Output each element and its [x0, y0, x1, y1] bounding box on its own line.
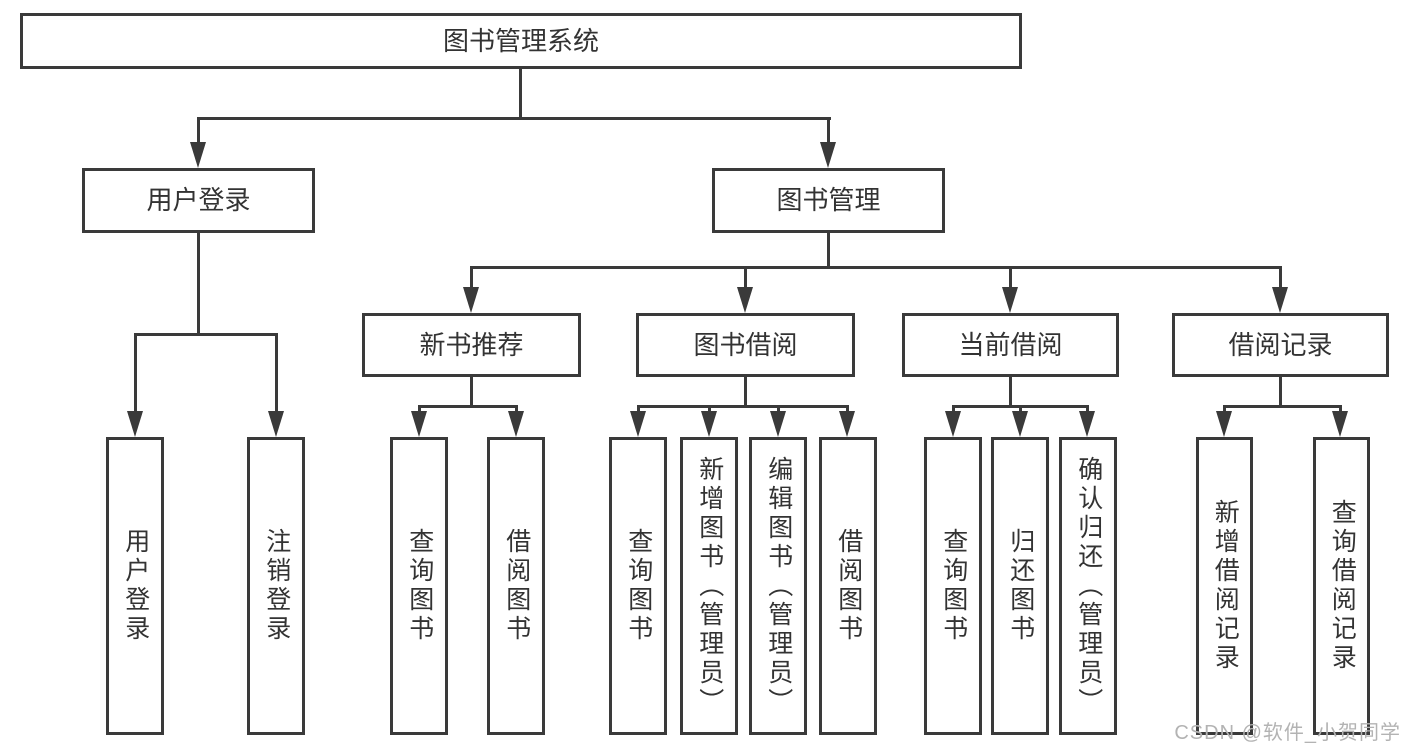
connector-vline — [846, 405, 849, 414]
arrow-down-icon — [1332, 411, 1348, 437]
leaf-edit-book-admin-label: 编辑图书（管理员） — [764, 455, 793, 717]
leaf-return-book-label: 归还图书 — [1006, 528, 1035, 644]
node-book-borrow: 图书借阅 — [636, 313, 855, 377]
leaf-user-login-label: 用户登录 — [121, 528, 150, 644]
arrow-down-icon — [630, 411, 646, 437]
watermark: CSDN @软件_小贺同学 — [1174, 722, 1401, 744]
leaf-confirm-return-admin-label: 确认归还（管理员） — [1074, 455, 1103, 717]
arrow-down-icon — [127, 411, 143, 437]
arrow-down-icon — [190, 142, 206, 168]
connector-hline — [637, 405, 849, 408]
connector-hline — [470, 266, 1281, 269]
arrow-down-icon — [770, 411, 786, 437]
arrow-down-icon — [839, 411, 855, 437]
leaf-borrow-books-label: 借阅图书 — [834, 528, 863, 644]
connector-vline — [1279, 377, 1282, 407]
leaf-query-borrow-record-label: 查询借阅记录 — [1328, 499, 1357, 673]
leaf-query-books-recommend-label: 查询图书 — [405, 528, 434, 644]
connector-vline — [470, 266, 473, 290]
node-borrow-records-label: 借阅记录 — [1228, 329, 1333, 360]
connector-vline — [275, 333, 278, 413]
leaf-query-books-borrow: 查询图书 — [609, 437, 667, 735]
node-current-borrow: 当前借阅 — [902, 313, 1119, 377]
arrow-down-icon — [1216, 411, 1232, 437]
leaf-confirm-return-admin: 确认归还（管理员） — [1059, 437, 1117, 735]
connector-vline — [197, 117, 200, 145]
leaf-add-book-admin: 新增图书（管理员） — [680, 437, 738, 735]
leaf-add-book-admin-label: 新增图书（管理员） — [695, 455, 724, 717]
connector-vline — [1009, 266, 1012, 290]
leaf-borrow-books-recommend: 借阅图书 — [487, 437, 545, 735]
leaf-query-books-recommend: 查询图书 — [390, 437, 448, 735]
arrow-down-icon — [1002, 287, 1018, 313]
connector-vline — [637, 405, 640, 414]
connector-vline — [197, 233, 200, 335]
connector-vline — [1339, 405, 1342, 414]
arrow-down-icon — [268, 411, 284, 437]
connector-vline — [708, 405, 711, 414]
connector-hline — [1223, 405, 1342, 408]
arrow-down-icon — [1012, 411, 1028, 437]
leaf-logout-label: 注销登录 — [262, 528, 291, 644]
connector-vline — [777, 405, 780, 414]
node-root: 图书管理系统 — [20, 13, 1022, 69]
connector-hline — [197, 117, 831, 120]
node-new-book-recommend-label: 新书推荐 — [419, 329, 524, 360]
leaf-borrow-books: 借阅图书 — [819, 437, 877, 735]
node-book-management-label: 图书管理 — [776, 185, 881, 216]
connector-vline — [827, 233, 830, 269]
node-current-borrow-label: 当前借阅 — [958, 329, 1063, 360]
connector-vline — [418, 405, 421, 414]
connector-vline — [1019, 405, 1022, 414]
node-book-management: 图书管理 — [712, 168, 945, 233]
connector-vline — [519, 69, 522, 119]
connector-hline — [418, 405, 518, 408]
arrow-down-icon — [945, 411, 961, 437]
connector-vline — [515, 405, 518, 414]
connector-vline — [1223, 405, 1226, 414]
leaf-query-books-current: 查询图书 — [924, 437, 982, 735]
arrow-down-icon — [1272, 287, 1288, 313]
connector-vline — [470, 377, 473, 407]
leaf-query-books-current-label: 查询图书 — [939, 528, 968, 644]
leaf-return-book: 归还图书 — [991, 437, 1049, 735]
connector-vline — [1279, 266, 1282, 290]
leaf-add-borrow-record-label: 新增借阅记录 — [1211, 499, 1240, 673]
leaf-add-borrow-record: 新增借阅记录 — [1196, 437, 1253, 735]
arrow-down-icon — [737, 287, 753, 313]
node-user-login: 用户登录 — [82, 168, 315, 233]
connector-vline — [952, 405, 955, 414]
node-user-login-label: 用户登录 — [146, 185, 251, 216]
connector-vline — [827, 117, 830, 145]
leaf-user-login: 用户登录 — [106, 437, 164, 735]
leaf-query-books-borrow-label: 查询图书 — [624, 528, 653, 644]
arrow-down-icon — [1079, 411, 1095, 437]
connector-vline — [744, 266, 747, 290]
leaf-borrow-books-recommend-label: 借阅图书 — [502, 528, 531, 644]
node-book-borrow-label: 图书借阅 — [693, 329, 798, 360]
node-borrow-records: 借阅记录 — [1172, 313, 1389, 377]
connector-vline — [1086, 405, 1089, 414]
connector-hline — [134, 333, 278, 336]
leaf-logout: 注销登录 — [247, 437, 305, 735]
leaf-edit-book-admin: 编辑图书（管理员） — [749, 437, 807, 735]
node-root-label: 图书管理系统 — [442, 25, 599, 56]
connector-vline — [744, 377, 747, 407]
node-new-book-recommend: 新书推荐 — [362, 313, 581, 377]
leaf-query-borrow-record: 查询借阅记录 — [1313, 437, 1370, 735]
arrow-down-icon — [508, 411, 524, 437]
arrow-down-icon — [820, 142, 836, 168]
arrow-down-icon — [411, 411, 427, 437]
arrow-down-icon — [463, 287, 479, 313]
connector-vline — [1009, 377, 1012, 407]
connector-vline — [134, 333, 137, 413]
arrow-down-icon — [701, 411, 717, 437]
